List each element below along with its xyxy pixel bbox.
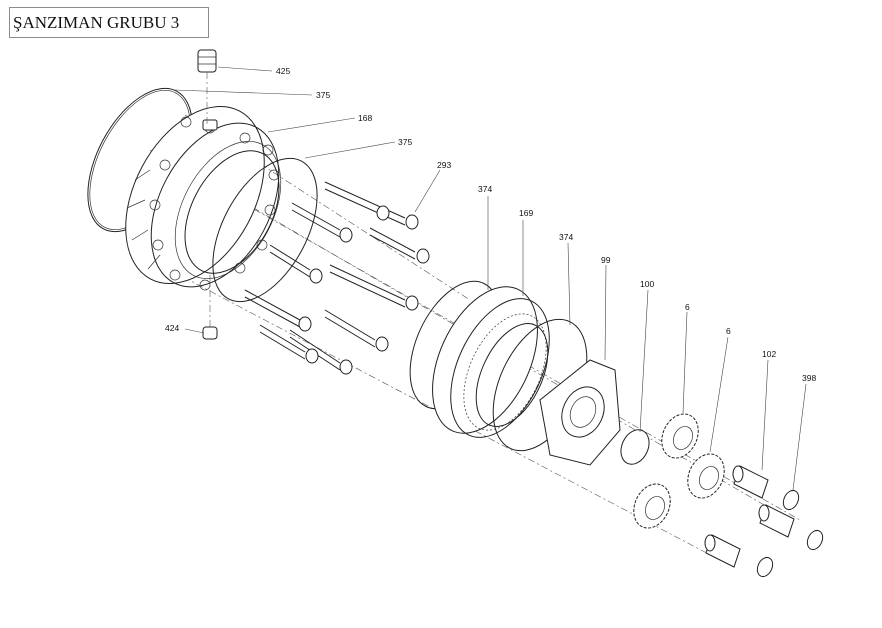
callout-424: 424 bbox=[165, 323, 179, 333]
ring-gear-169 bbox=[432, 286, 550, 438]
callout-6-lower: 6 bbox=[726, 326, 731, 336]
callout-374-left: 374 bbox=[478, 184, 492, 194]
housing-168 bbox=[125, 106, 282, 291]
callout-293: 293 bbox=[437, 160, 451, 170]
o-ring-375-right bbox=[212, 157, 318, 303]
title-box: ŞANZIMAN GRUBU 3 bbox=[9, 7, 209, 38]
callout-100: 100 bbox=[640, 279, 654, 289]
callout-6-upper: 6 bbox=[685, 302, 690, 312]
planet-gear-6-upper bbox=[661, 413, 699, 459]
callout-leaders bbox=[174, 66, 807, 491]
callout-425: 425 bbox=[276, 66, 290, 76]
callout-374-right: 374 bbox=[559, 232, 573, 242]
callout-398: 398 bbox=[802, 373, 816, 383]
callout-168: 168 bbox=[358, 113, 372, 123]
planet-gear-6-lower bbox=[687, 453, 725, 499]
disc-100 bbox=[620, 429, 650, 465]
planet-carrier-99 bbox=[539, 359, 621, 466]
bolts-293 bbox=[244, 181, 430, 375]
pins-102 bbox=[704, 465, 795, 568]
callout-102: 102 bbox=[762, 349, 776, 359]
plug-425 bbox=[197, 49, 217, 125]
callout-375-lower: 375 bbox=[398, 137, 412, 147]
planet-gear-6-bottom bbox=[633, 483, 671, 529]
diagram-title: ŞANZIMAN GRUBU 3 bbox=[13, 13, 180, 32]
callout-375-upper: 375 bbox=[316, 90, 330, 100]
callout-99: 99 bbox=[601, 255, 611, 265]
circlips-398 bbox=[756, 489, 824, 578]
callout-labels: 425 375 168 375 293 374 169 374 99 100 6… bbox=[165, 66, 816, 383]
callout-169: 169 bbox=[519, 208, 533, 218]
